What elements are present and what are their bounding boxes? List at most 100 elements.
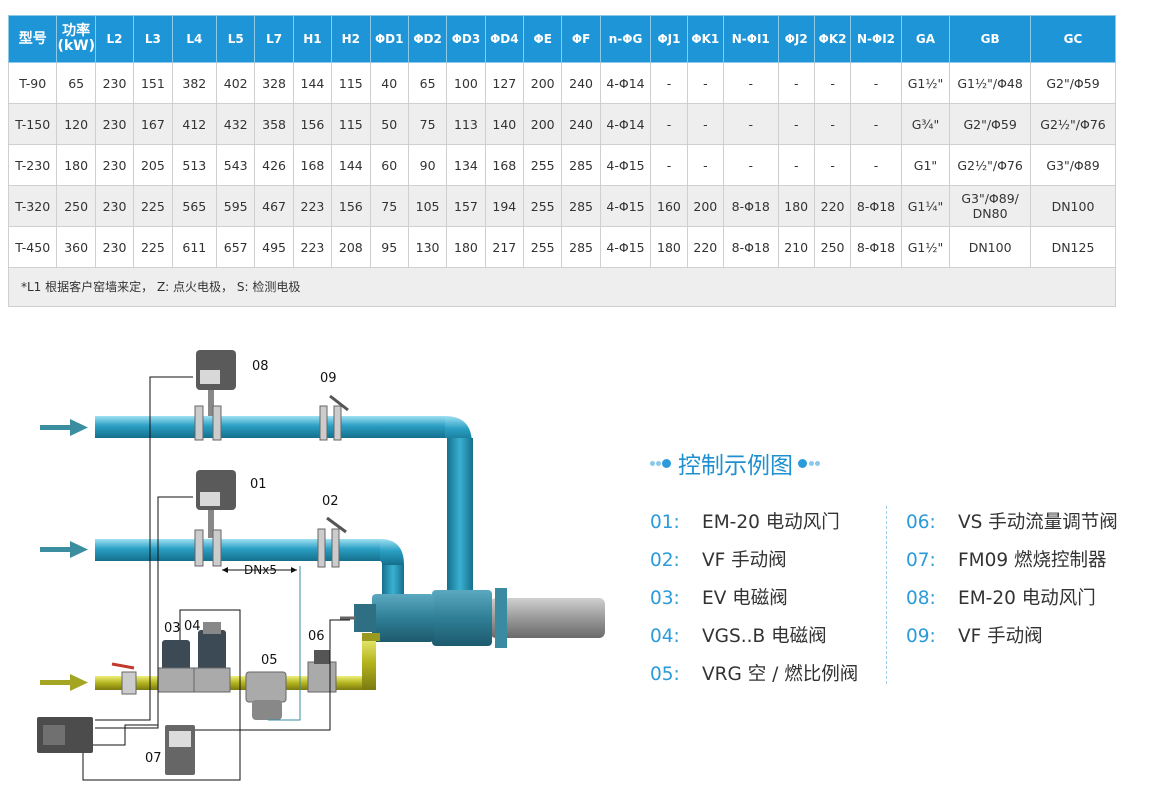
table-cell: 205 <box>133 144 173 186</box>
table-cell: 180 <box>777 185 815 227</box>
table-cell: 200 <box>523 62 563 104</box>
table-cell: G1½" <box>900 226 951 268</box>
legend-item-text: FM09 燃烧控制器 <box>958 550 1107 571</box>
table-cell: 200 <box>686 185 725 227</box>
table-cell: 65 <box>56 62 96 104</box>
legend-item-text: EV 电磁阀 <box>702 588 788 609</box>
table-cell: G¾" <box>900 103 951 145</box>
table-cell: G2½"/Φ76 <box>1030 103 1116 145</box>
column-header: N-ΦI2 <box>850 15 902 63</box>
legend-item-number: 01: <box>650 512 680 533</box>
label-07: 07 <box>145 751 162 766</box>
table-cell: 230 <box>94 103 135 145</box>
table-cell: G3"/Φ89/DN80 <box>949 185 1032 227</box>
column-header: ΦD1 <box>369 15 409 63</box>
controller-07 <box>165 725 195 775</box>
column-header: ΦD2 <box>407 15 448 63</box>
legend-item-number: 04: <box>650 626 680 647</box>
burner-assembly <box>340 588 605 648</box>
legend-item: 07:FM09 燃烧控制器 <box>906 542 1118 580</box>
table-cell: 200 <box>523 103 563 145</box>
column-header: L3 <box>133 15 173 63</box>
column-header: 功率(kW) <box>56 15 96 63</box>
table-cell: G2"/Φ59 <box>949 103 1032 145</box>
column-header: ΦD3 <box>446 15 486 63</box>
legend-item: 06:VS 手动流量调节阀 <box>906 504 1118 542</box>
table-cell: 95 <box>369 226 409 268</box>
table-cell: G2½"/Φ76 <box>949 144 1032 186</box>
control-module <box>37 717 93 753</box>
table-cell: - <box>813 144 852 186</box>
table-cell: 360 <box>56 226 96 268</box>
column-header: ΦK2 <box>813 15 852 63</box>
table-cell: - <box>850 62 902 104</box>
lower-air-pipe <box>95 539 404 600</box>
column-header: L2 <box>94 15 135 63</box>
legend-item: 01: EM-20 电动风门 <box>650 504 858 542</box>
table-cell: 115 <box>331 103 371 145</box>
table-cell: 4-Φ14 <box>599 62 652 104</box>
gas-ball-valve <box>111 662 137 695</box>
table-cell: 250 <box>813 226 852 268</box>
legend-item: 03: EV 电磁阀 <box>650 580 858 618</box>
legend-item-number: 03: <box>650 588 680 609</box>
column-header: L4 <box>171 15 218 63</box>
legend-item: 09:VF 手动阀 <box>906 618 1118 656</box>
dn-label: DNx5 <box>244 563 277 577</box>
table-cell: 230 <box>94 185 135 227</box>
valve-05-vrg <box>245 671 287 720</box>
table-cell: 100 <box>446 62 486 104</box>
label-01: 01 <box>250 477 267 492</box>
legend-title: 控制示例图 <box>650 445 845 481</box>
table-cell: 225 <box>133 226 173 268</box>
table-cell: 426 <box>254 144 294 186</box>
column-header: N-ΦI1 <box>723 15 779 63</box>
table-cell: 168 <box>484 144 525 186</box>
table-cell: - <box>723 144 779 186</box>
valve-04-vgs <box>193 622 231 693</box>
table-cell: T-90 <box>7 62 58 104</box>
valve-01-damper <box>194 470 236 567</box>
table-cell: 180 <box>56 144 96 186</box>
table-cell: - <box>650 62 688 104</box>
table-cell: 217 <box>484 226 525 268</box>
legend-item-number: 05: <box>650 664 680 685</box>
table-cell: 225 <box>133 185 173 227</box>
legend-item-text: EM-20 电动风门 <box>702 512 840 533</box>
table-cell: G3"/Φ89 <box>1030 144 1116 186</box>
table-cell: 402 <box>216 62 256 104</box>
valve-02-manual <box>317 516 347 568</box>
table-note: *L1 根据客户窑墙来定， Z: 点火电极， S: 检测电极 <box>8 267 1116 307</box>
legend-item-number: 02: <box>650 550 680 571</box>
legend-item-text: VS 手动流量调节阀 <box>958 512 1118 533</box>
table-cell: - <box>850 144 902 186</box>
table-cell: - <box>650 103 688 145</box>
column-header: H1 <box>292 15 333 63</box>
column-header: ΦF <box>561 15 601 63</box>
table-cell: 255 <box>523 185 563 227</box>
table-cell: DN100 <box>949 226 1032 268</box>
table-cell: 156 <box>331 185 371 227</box>
column-header: 型号 <box>7 15 58 63</box>
legend-item: 05:VRG 空 / 燃比例阀 <box>650 656 858 694</box>
table-cell: 230 <box>94 144 135 186</box>
valve-06-vs <box>307 650 337 693</box>
table-cell: 8-Φ18 <box>723 226 779 268</box>
label-03: 03 <box>164 621 181 636</box>
table-cell: - <box>850 103 902 145</box>
column-header: ΦE <box>523 15 563 63</box>
table-cell: 151 <box>133 62 173 104</box>
table-cell: 255 <box>523 144 563 186</box>
table-cell: G2"/Φ59 <box>1030 62 1116 104</box>
table-cell: 565 <box>171 185 218 227</box>
valve-09-manual <box>319 394 349 441</box>
column-header: GC <box>1030 15 1116 63</box>
air-inlet-arrow-2 <box>40 541 88 558</box>
label-02: 02 <box>322 494 339 509</box>
table-cell: 194 <box>484 185 525 227</box>
valve-08-damper <box>194 350 236 441</box>
table-cell: - <box>777 103 815 145</box>
